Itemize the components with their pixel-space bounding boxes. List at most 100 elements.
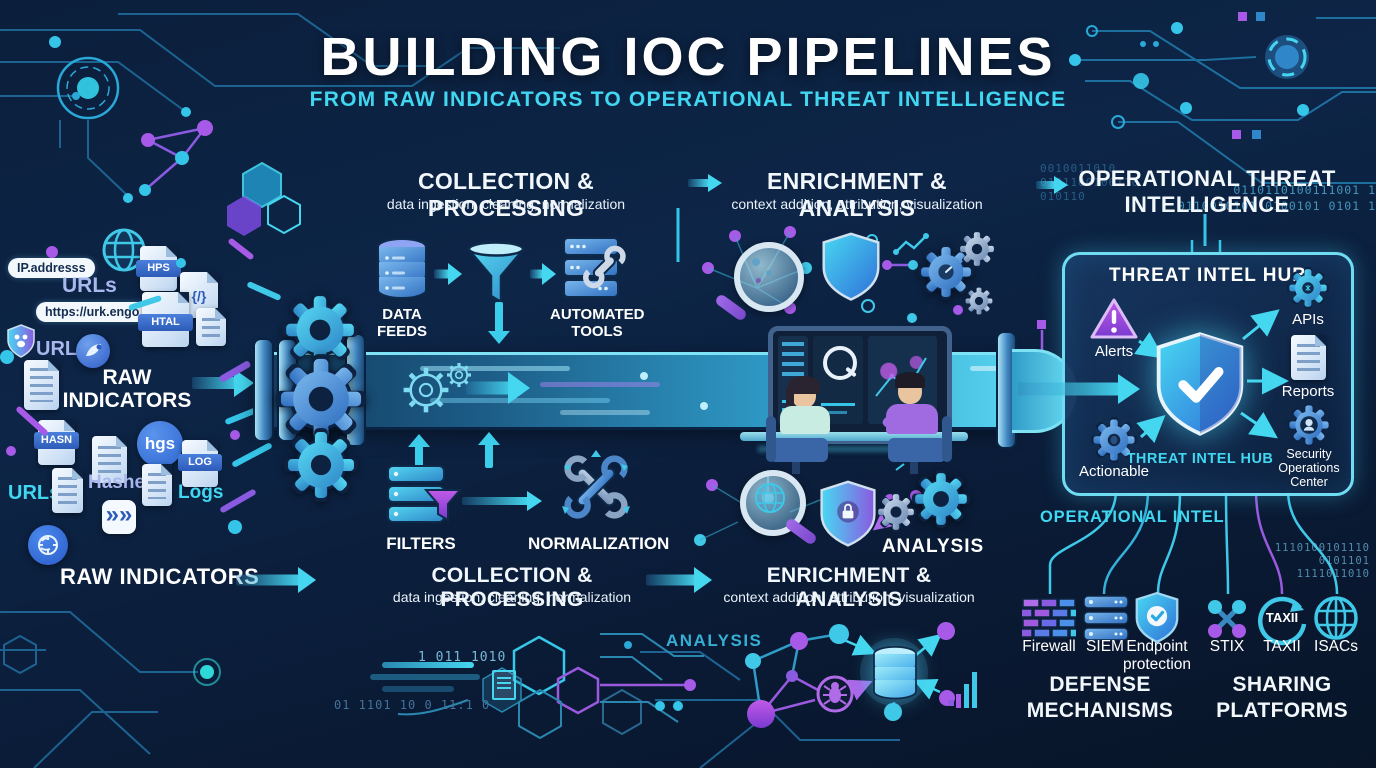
ip-address-pill: IP.addresss <box>8 258 95 278</box>
stage-enrichment-title: ENRICHMENT & ANALYSIS <box>767 168 947 221</box>
gear-icon <box>918 244 974 300</box>
document-icon <box>196 308 226 346</box>
url-pill: https://urk.engo <box>36 302 149 322</box>
decor-dot <box>0 350 14 364</box>
gear-icon <box>282 292 358 368</box>
logs-label: Logs <box>178 482 224 503</box>
siem-server-icon <box>1083 595 1129 641</box>
soc-icon <box>1287 403 1331 447</box>
automated-tools-icon <box>563 237 626 298</box>
flow-arrow-raw-to-pipe <box>192 368 254 398</box>
gear-outline-icon <box>447 363 471 387</box>
url-label: URL <box>36 338 78 360</box>
magnifier-icon <box>712 240 804 326</box>
brain-icon <box>28 525 68 565</box>
flow-arrow-to-hub <box>1018 372 1140 406</box>
isacs-globe-icon <box>1314 596 1358 640</box>
firewall-label: Firewall <box>1022 638 1076 655</box>
taxii-label: TAXII <box>1263 638 1301 655</box>
actionable-label: Actionable <box>1078 463 1150 480</box>
row2-enrichment-title: ENRICHMENT & ANALYSIS <box>766 564 932 611</box>
database-icon <box>873 646 917 700</box>
analyst-scene <box>740 320 968 474</box>
code-bar <box>382 686 454 692</box>
analysis-label: ANALYSIS <box>881 536 985 557</box>
gear-icon <box>958 230 996 268</box>
endpoint-label: Endpoint protection <box>1122 638 1192 673</box>
chevrons-icon: »» <box>102 500 136 534</box>
pipe-dot <box>640 372 648 380</box>
document-icon <box>52 468 83 513</box>
defense-mechanisms-title: DEFENSE MECHANISMS <box>1026 673 1174 723</box>
automated-tools-label: AUTOMATED TOOLS <box>550 306 645 341</box>
taxii-icon: TAXII <box>1254 590 1310 646</box>
pipe-streak <box>420 366 570 371</box>
document-icon <box>24 360 59 410</box>
document-icon <box>92 436 127 483</box>
flow-arrow-row2 <box>646 566 712 594</box>
stage-enrichment-subtitle: context addition, attribution, visualiza… <box>731 196 983 212</box>
stix-label: STIX <box>1209 638 1245 655</box>
decor-dot <box>230 430 240 440</box>
row2-enrichment-subtitle: context addition, attribution, visualiza… <box>723 589 975 605</box>
arrow-down-icon <box>486 302 512 344</box>
hashes-label: Hashes <box>88 472 156 493</box>
hub-shield-check-icon <box>1156 332 1244 436</box>
gear-icon <box>276 354 366 444</box>
filters-icon <box>387 465 462 523</box>
pipe-streak <box>560 410 650 415</box>
gear-icon <box>912 470 970 528</box>
endpoint-shield-icon <box>1135 591 1179 643</box>
page-title: BUILDING IOC PIPELINES <box>320 27 1056 87</box>
alerts-label: Alerts <box>1094 343 1134 360</box>
analysis-label-cyan: ANALYSIS <box>666 631 763 650</box>
arrow-up-icon <box>476 432 502 468</box>
database-icon <box>377 238 427 299</box>
document-icon <box>492 670 516 700</box>
gear-icon <box>964 286 994 316</box>
normalization-icon <box>562 450 630 519</box>
hgs-badge: hgs <box>137 421 183 467</box>
row2-collection-title: COLLECTION & PROCESSING <box>431 564 593 611</box>
filters-label: FILTERS <box>386 534 456 553</box>
alert-triangle-icon <box>1090 298 1138 339</box>
operational-intel-label: OPERATIONAL INTEL <box>1040 508 1225 526</box>
funnel-icon <box>466 241 526 304</box>
stage-collection-subtitle: data ingestion, cleaning, normalization <box>386 196 626 212</box>
arrow-right-icon <box>530 262 556 286</box>
binary-bottomleft-2: 01 1101 10 0 11:1 0 <box>334 698 491 712</box>
arrow-right-icon <box>688 172 722 194</box>
pipe-streak <box>970 366 1014 371</box>
gear-outline-icon <box>403 367 449 413</box>
arrow-up-icon <box>406 434 432 470</box>
globe-icon <box>102 228 146 272</box>
hub-title: THREAT INTEL HUB <box>1109 265 1307 286</box>
gear-icon <box>284 428 358 502</box>
file-icon-hps: HPS <box>136 246 181 291</box>
code-bar <box>370 674 480 680</box>
desk <box>740 432 968 441</box>
isacs-label: ISACs <box>1314 638 1358 655</box>
hub-arrows <box>1134 309 1289 444</box>
stage-operational-title: OPERATIONAL THREAT INTELLIGENCE <box>1078 166 1336 218</box>
apis-gear-icon <box>1287 267 1329 309</box>
stage-collection-title: COLLECTION & PROCESSING <box>417 168 595 221</box>
pipe-dot <box>700 402 708 410</box>
raw-indicators-title: RAW INDICATORS <box>62 366 192 413</box>
flow-arrow-row2 <box>236 566 316 594</box>
stix-icon <box>1208 600 1246 638</box>
binary-bottomleft-1: 1 011 1010 <box>418 650 507 665</box>
magnifier-globe-icon <box>726 470 818 550</box>
raw-indicators-title-bottom: RAW INDICATORS <box>60 564 260 589</box>
document-icon <box>142 464 172 506</box>
pipe-flow-arrow <box>466 370 530 406</box>
decor-dot <box>6 446 16 456</box>
row2-collection-subtitle: data ingestion, cleaning, normalization <box>392 589 632 605</box>
pipe-streak <box>540 382 660 387</box>
siem-label: SIEM <box>1086 638 1124 655</box>
shield-lock-icon <box>820 480 876 547</box>
actionable-gear-icon <box>1091 417 1137 463</box>
